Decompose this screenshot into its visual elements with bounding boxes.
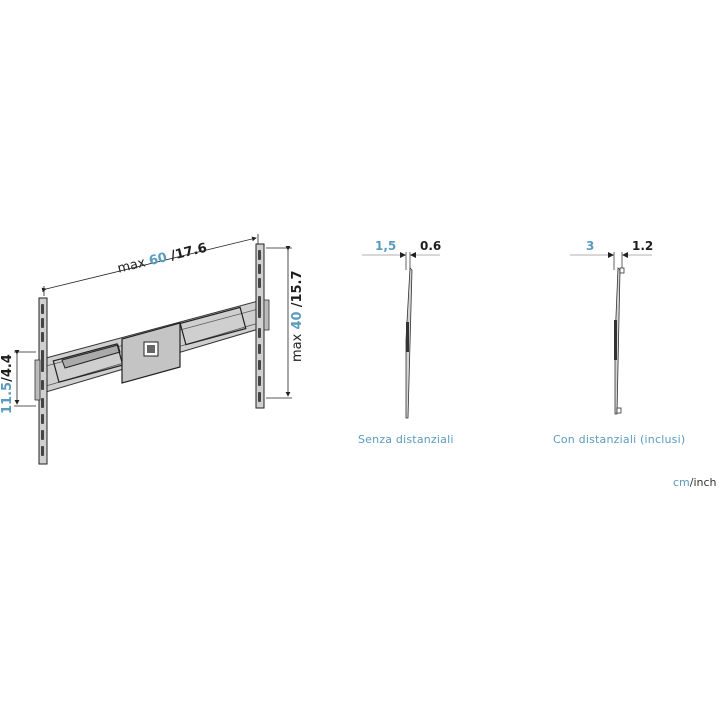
caption-without-spacers: Senza distanziali: [358, 433, 454, 446]
units-cm: cm: [673, 476, 690, 489]
height-inch: /15.7: [290, 270, 305, 308]
units-separator: /: [689, 476, 694, 489]
gap-cm-without-spacers: 1,5: [375, 239, 397, 253]
gap-inch-without-spacers: 0.6: [420, 239, 442, 253]
gap-inch-with-spacers: 1.2: [632, 239, 654, 253]
units-inch: inch: [693, 476, 717, 489]
bracket-height-inch: /4.4: [0, 354, 15, 382]
caption-with-spacers: Con distanziali (inclusi): [553, 433, 686, 446]
height-prefix: max: [290, 333, 305, 362]
units-legend: cm/inch: [673, 476, 717, 489]
height-dimension-label: max 40 /15.7: [290, 270, 305, 362]
gap-cm-with-spacers: 3: [586, 239, 595, 253]
bracket-height-label: 11.5/4.4: [0, 354, 15, 414]
height-cm: 40: [290, 311, 305, 330]
front-view: [14, 234, 292, 465]
side-view-without-spacers: [362, 252, 440, 419]
bracket-height-cm: 11.5: [0, 381, 15, 414]
side-view-with-spacers: [570, 252, 652, 415]
